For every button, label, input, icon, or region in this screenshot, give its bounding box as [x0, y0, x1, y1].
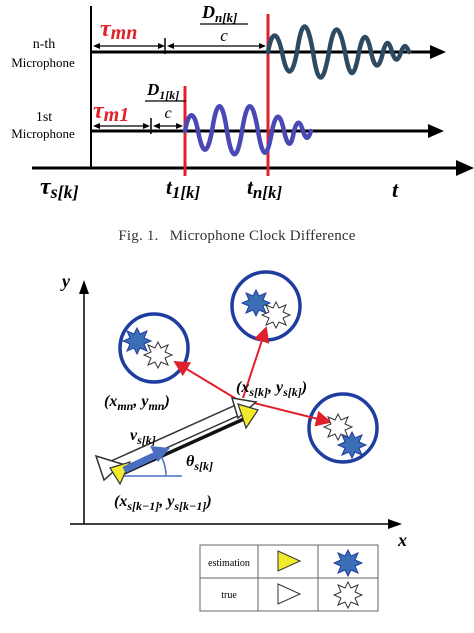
- mic-n-arrow: [430, 45, 446, 59]
- tau-m1-arrowhead-left: [93, 123, 100, 129]
- previous-position-label: (xs[k−1], ys[k−1]): [114, 493, 212, 513]
- true-star-icon: [142, 340, 174, 370]
- tau-mn-arrowhead-left: [93, 43, 100, 49]
- legend-frame: [199, 544, 379, 612]
- mic-position-label: (xmn, ymn): [104, 393, 170, 413]
- d1-denominator: c: [164, 105, 171, 122]
- true-star-icon: [322, 412, 354, 442]
- y-axis-arrow: [79, 280, 89, 294]
- dn-arrowhead-right: [259, 43, 266, 49]
- t-axis-label: t: [392, 177, 399, 202]
- wave-n: [265, 24, 412, 80]
- mic-right-stars: [322, 412, 368, 460]
- mic-left-stars: [121, 326, 174, 370]
- legend-estimation-label: estimation: [208, 558, 250, 569]
- tau-m1-arrowhead-right: [143, 123, 150, 129]
- estimation-star-icon: [240, 288, 272, 318]
- arrow-to-left-mic: [173, 360, 239, 401]
- caption-title: Microphone Clock Difference: [169, 228, 356, 244]
- dn-denominator: c: [220, 26, 228, 45]
- velocity-arrow: [122, 450, 160, 474]
- angle-arc: [161, 457, 167, 477]
- figure-1-caption: Fig. 1. Microphone Clock Difference: [0, 228, 474, 245]
- arrow-to-top-mic: [242, 326, 270, 399]
- tau-s-label: τs[k]: [40, 174, 79, 202]
- tau-m1-label: τm1: [93, 98, 129, 126]
- mic-n-label-1: n-th: [33, 37, 56, 52]
- arrow-to-right-mic: [249, 401, 332, 427]
- dn-numerator: Dn[k]: [201, 2, 237, 25]
- x-axis-arrow: [388, 519, 402, 529]
- d1-arrowhead-left: [153, 123, 160, 129]
- velocity-label: vs[k]: [130, 427, 156, 447]
- true-trajectory-arrow: [99, 402, 243, 478]
- estimation-triangle-icon: [237, 403, 259, 430]
- true-star-icon: [260, 300, 292, 330]
- caption-prefix: Fig. 1.: [118, 228, 159, 244]
- time-axis-arrow: [456, 160, 474, 176]
- wave-1: [182, 104, 314, 157]
- mic-1-label-1: 1st: [36, 110, 52, 125]
- legend-true-triangle-icon: [277, 583, 302, 605]
- tau-mn-arrowhead-right: [158, 43, 165, 49]
- mic-circle-right: [307, 392, 379, 464]
- mic-n-label-2: Microphone: [11, 55, 75, 70]
- legend-true-star-icon: [332, 580, 364, 610]
- legend-estimation-star-icon: [332, 548, 364, 578]
- legend: estimation true: [199, 544, 379, 612]
- mic-circle-top: [230, 270, 302, 342]
- x-axis-label: x: [397, 530, 407, 550]
- clock-difference-figure: n-th Microphone 1st Microphone τmn τm1 D…: [11, 2, 474, 202]
- true-triangle-icon: [94, 454, 124, 482]
- mic-circle-left: [118, 312, 190, 384]
- mic-top-stars: [240, 288, 292, 330]
- tau-mn-label: τmn: [100, 16, 137, 44]
- estimated-trajectory: [121, 416, 247, 476]
- d1-numerator: D1[k]: [146, 80, 179, 102]
- tn-label: tn[k]: [247, 175, 282, 202]
- mic-1-label-2: Microphone: [11, 126, 75, 141]
- estimation-star-icon: [121, 326, 153, 356]
- mic-1-arrow: [428, 124, 444, 138]
- legend-true-label: true: [221, 590, 237, 601]
- estimation-star-icon: [336, 430, 368, 460]
- legend-estimation-triangle-icon: [277, 550, 302, 572]
- source-position-label: (xs[k], ys[k]): [236, 379, 307, 399]
- estimation-triangle-icon: [109, 461, 132, 486]
- d1-arrowhead-right: [176, 123, 183, 129]
- true-triangle-icon: [230, 397, 258, 420]
- dn-arrowhead-left: [167, 43, 174, 49]
- y-axis-label: y: [60, 271, 71, 291]
- velocity-arrowhead: [150, 446, 170, 462]
- t1-label: t1[k]: [166, 175, 201, 202]
- angle-label: θs[k]: [186, 453, 213, 473]
